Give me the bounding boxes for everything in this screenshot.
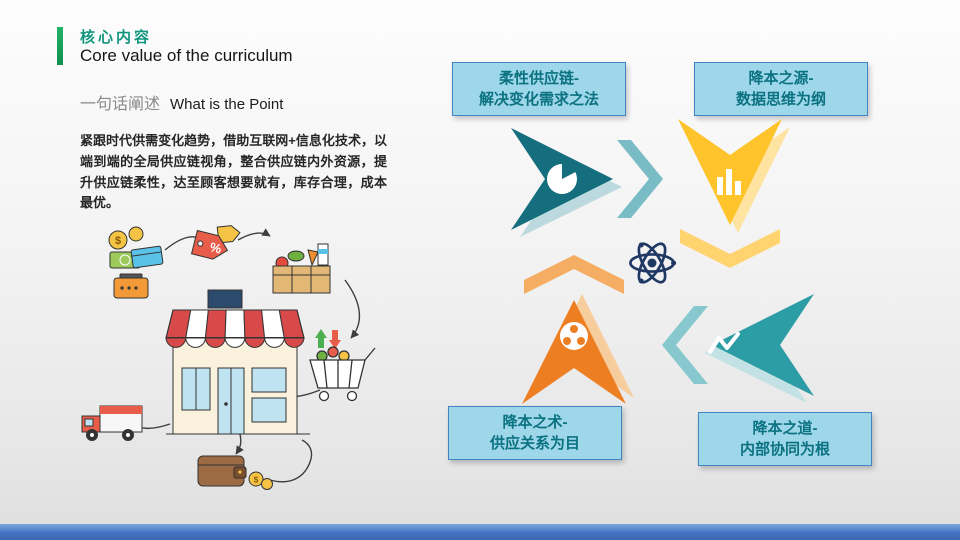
price-tag-icon: % <box>190 225 241 260</box>
pie-chart-icon <box>547 163 577 194</box>
subtitle: 一句话阐述 What is the Point <box>80 90 283 114</box>
shopping-cart-icon <box>309 346 376 402</box>
title-accent-bar <box>57 27 63 65</box>
line-chart-icon <box>708 332 740 354</box>
label-line1: 降本之术- <box>502 414 568 431</box>
stock-arrows-icon <box>315 329 341 349</box>
label-line2: 数据思维为纲 <box>735 91 826 108</box>
label-flexible-supply-chain: 柔性供应链- 解决变化需求之法 <box>452 62 626 116</box>
bottom-accent-bar <box>0 524 960 540</box>
label-line2: 解决变化需求之法 <box>478 91 599 108</box>
label-line1: 降本之源- <box>748 70 814 87</box>
intro-paragraph: 紧跟时代供需变化趋势，借助互联网+信息化技术，以端到端的全局供应链视角，整合供应… <box>80 133 387 211</box>
money-icons: $ <box>108 226 164 299</box>
label-line1: 降本之道- <box>752 420 818 437</box>
wallet-icon: $ <box>197 455 273 490</box>
label-line2: 供应关系为目 <box>489 435 580 452</box>
label-cost-source: 降本之源- 数据思维为纲 <box>694 62 868 116</box>
arrow-cost-source <box>678 119 790 268</box>
atom-icon <box>629 242 677 284</box>
groceries-icon <box>272 243 331 294</box>
delivery-truck-icon <box>81 405 143 441</box>
subtitle-zh: 一句话阐述 <box>80 96 161 113</box>
page-title-zh: 核心内容 <box>80 29 153 46</box>
label-cost-technique: 降本之术- 供应关系为目 <box>448 406 622 460</box>
store-illustration: $ % <box>81 225 376 490</box>
arrow-cost-technique <box>522 255 634 404</box>
svg-text:$: $ <box>254 475 259 485</box>
arrow-flexible-supply-chain <box>511 128 663 237</box>
label-line2: 内部协同为根 <box>739 441 830 458</box>
arrow-cost-way <box>662 294 814 403</box>
subtitle-en: What is the Point <box>170 96 284 113</box>
storefront <box>165 289 310 435</box>
dots-grid-icon <box>560 322 588 350</box>
page-title-en: Core value of the curriculum <box>80 46 293 65</box>
svg-text:%: % <box>208 239 223 256</box>
label-line1: 柔性供应链- <box>499 70 579 87</box>
flow-connectors <box>131 228 361 483</box>
svg-text:$: $ <box>115 235 121 247</box>
label-cost-way: 降本之道- 内部协同为根 <box>698 412 872 466</box>
bar-chart-icon <box>717 169 741 195</box>
